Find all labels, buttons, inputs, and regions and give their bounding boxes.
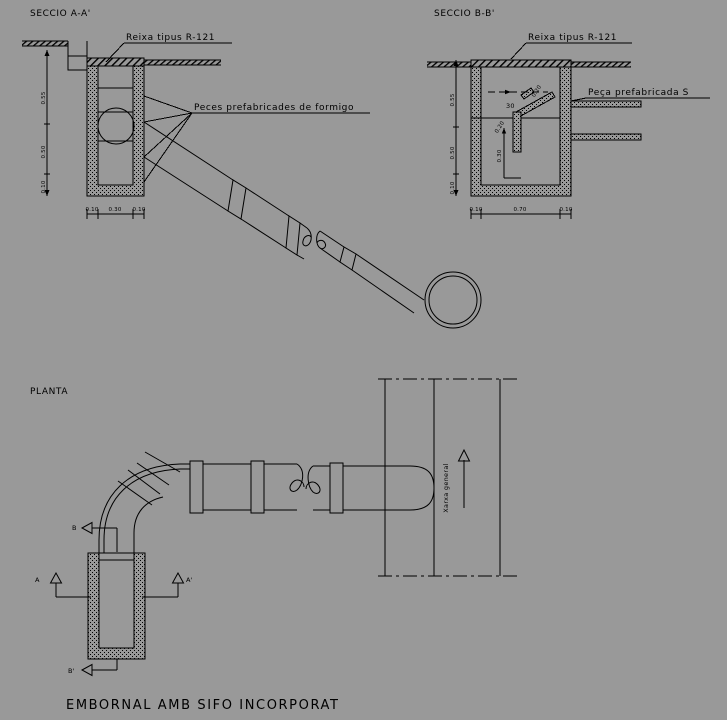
dim-bb-h3: 0.10: [559, 207, 572, 213]
dim-bb-v1: 0.55: [450, 93, 456, 106]
pipe-circle-aa: [97, 107, 135, 145]
planta-main-sewer: Xarxa general: [378, 378, 520, 577]
dim-bb-h2: 0.70: [513, 207, 526, 213]
section-mark-a-prime: A': [142, 571, 193, 598]
grate-label-bb-group: Reixa tipus R-121: [510, 33, 632, 60]
dim-aa-h2: 0.30: [108, 207, 121, 213]
kerb-step: [67, 41, 88, 71]
grate-bb: [470, 59, 572, 68]
isometric-pipe-upper: [143, 121, 482, 329]
ground-line-right: [143, 59, 221, 66]
dim-aa-v3: 0.10: [41, 180, 47, 193]
ground-line-bb-left: [427, 61, 471, 68]
grate-label-aa-group: Reixa tipus R-121: [105, 33, 232, 63]
planta-view: Xarxa general A A' B B': [35, 378, 520, 677]
section-mark-b: B: [72, 521, 118, 552]
section-mark-b-label: B: [72, 524, 77, 532]
horizontal-dimension-bb: 0.10 0.70 0.10: [469, 207, 573, 219]
dim-bb-v3: 0.10: [450, 181, 456, 194]
section-mark-b-prime-label: B': [68, 667, 75, 675]
dim-aa-h3: 0.10: [132, 207, 145, 213]
network-label: Xarxa general: [442, 463, 450, 512]
ground-line-left: [22, 40, 68, 47]
section-aa-heading: SECCIO A-A': [30, 9, 91, 19]
dim-aa-v2: 0.50: [41, 145, 47, 158]
grate-aa: [86, 57, 145, 67]
section-bb-heading: SECCIO B-B': [434, 9, 495, 19]
vertical-dimension-bb: 0.55 0.50 0.10: [450, 60, 459, 196]
section-mark-b-prime: B': [68, 659, 118, 677]
section-mark-a: A: [35, 571, 91, 598]
precast-label-bb: Peça prefabricada S: [588, 88, 689, 98]
planta-heading: PLANTA: [30, 387, 68, 397]
section-bb-view: 0.20 30 0.30 0.20 0.55 0.50 0.10: [427, 33, 710, 219]
grate-label-bb: Reixa tipus R-121: [528, 33, 617, 43]
drawing-title: EMBORNAL AMB SIFO INCORPORAT: [66, 698, 340, 713]
vertical-dimension-aa: 0.55 0.50 0.10: [41, 50, 50, 196]
grate-label-aa: Reixa tipus R-121: [126, 33, 215, 43]
precast-label-bb-group: Peça prefabricada S: [570, 88, 710, 102]
outlet-pipe-bb: [570, 100, 642, 141]
planta-straight-pipe: [189, 460, 435, 514]
dim-aa-h1: 0.10: [85, 207, 98, 213]
precast-label-aa-group: Peces prefabricades de formigo: [143, 95, 370, 183]
dim-bb-v2: 0.50: [450, 146, 456, 159]
dim-bb-h1: 0.10: [469, 207, 482, 213]
planta-bend-pipe: [98, 451, 190, 553]
dim-bb-angle: 30: [506, 102, 515, 110]
horizontal-dimension-aa: 0.10 0.30 0.10: [85, 207, 146, 219]
chamber-walls-aa: [86, 65, 145, 197]
section-aa-view: 0.55 0.50 0.10 0.10 0.30 0.10 Reixa tipu…: [22, 33, 370, 219]
precast-label-aa: Peces prefabricades de formigo: [194, 103, 354, 113]
ground-line-bb-right: [571, 61, 631, 68]
planta-chamber: [87, 552, 146, 660]
section-mark-a-prime-label: A': [186, 576, 193, 584]
section-mark-a-label: A: [35, 576, 40, 584]
dim-aa-v1: 0.55: [41, 91, 47, 104]
dim-bb-depth: 0.30: [497, 149, 503, 162]
